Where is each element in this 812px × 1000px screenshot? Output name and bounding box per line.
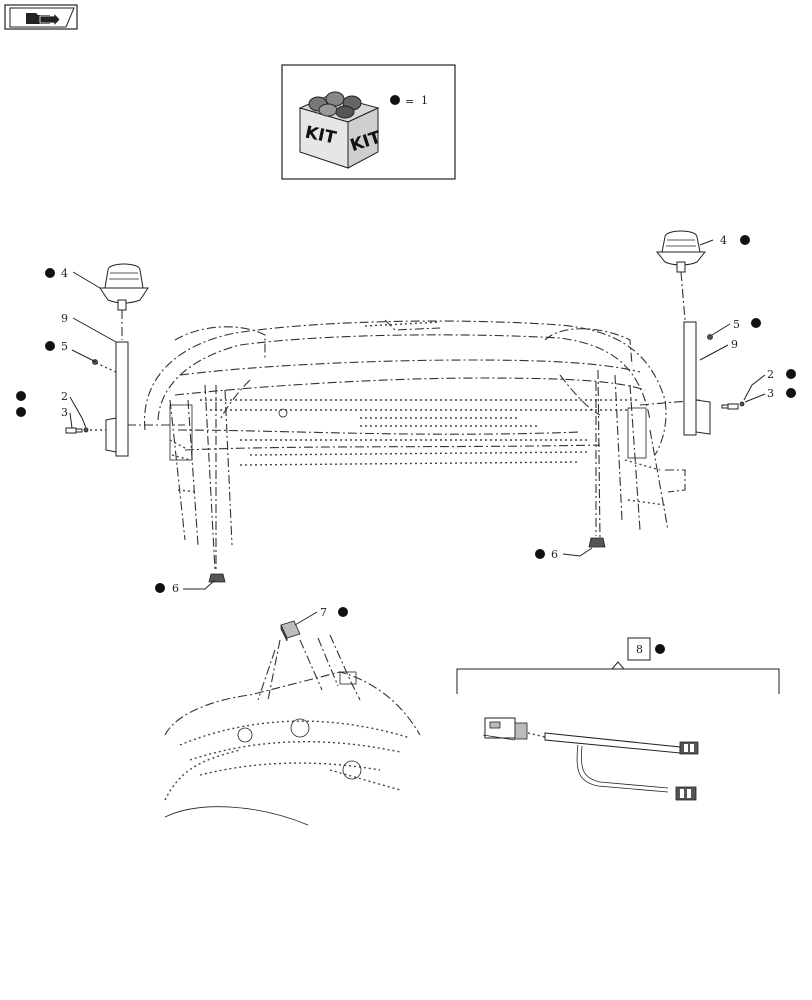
right-post	[683, 321, 711, 436]
kit-legend-equals: =	[405, 95, 414, 108]
kit-legend-box: KIT KIT = 1	[281, 64, 456, 180]
right-beacon-assembly	[655, 230, 745, 436]
callout-harness-box: 8	[627, 637, 651, 661]
callout-right-beacon: 4	[720, 234, 727, 247]
callout-left-beacon: 4	[61, 267, 68, 280]
folder-arrow-icon[interactable]	[4, 4, 78, 30]
callout-right-nut: 5	[733, 318, 740, 331]
cab-roof-drawing	[110, 319, 701, 571]
left-beacon	[99, 263, 149, 311]
callout-left-foot: 6	[172, 582, 179, 595]
left-post	[105, 341, 129, 457]
harness-connector-main	[482, 717, 528, 741]
callout-bullets	[16, 235, 796, 654]
callout-right-foot: 6	[551, 548, 558, 561]
callout-right-bolt-b: 3	[767, 387, 774, 400]
callout-left-bolt-a: 2	[61, 390, 68, 403]
kit-legend-number: 1	[421, 94, 428, 107]
leader-lines	[69, 239, 766, 626]
right-bolt	[721, 403, 739, 410]
harness-plug-upper	[679, 741, 699, 755]
right-beacon	[655, 230, 707, 273]
harness-group	[456, 661, 780, 801]
left-beacon-assembly	[65, 263, 149, 457]
callout-left-nut: 5	[61, 340, 68, 353]
right-foot	[588, 382, 606, 548]
left-foot	[208, 385, 226, 583]
callout-left-post: 9	[61, 312, 68, 325]
callout-switch: 7	[320, 606, 327, 619]
left-bolt	[65, 427, 83, 434]
callout-left-bolt-b: 3	[61, 406, 68, 419]
kit-bullet	[390, 95, 400, 105]
harness-plug-lower	[675, 786, 697, 801]
kit-box-icon: KIT KIT	[298, 91, 384, 169]
dashboard-drawing	[164, 634, 421, 826]
right-nut	[707, 334, 713, 340]
callout-harness: 8	[636, 643, 643, 656]
callout-right-post: 9	[731, 338, 738, 351]
callout-right-bolt-a: 2	[767, 368, 774, 381]
